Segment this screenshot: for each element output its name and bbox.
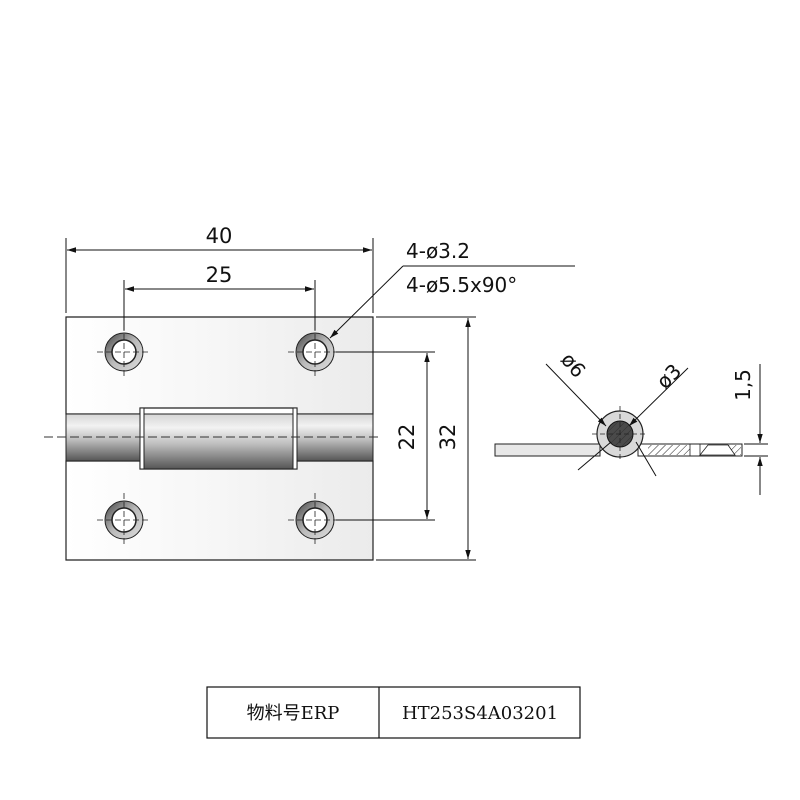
knuckle-center	[143, 413, 294, 470]
dim-label-40: 40	[206, 224, 233, 248]
dimension-outer-diameter: ø6	[545, 348, 657, 477]
hinge-front-view: 40 25 4-ø3.2 4-ø5.5x90° 22 32	[44, 224, 575, 561]
mounting-hole-top-left	[97, 325, 151, 379]
dim-label-d6: ø6	[556, 348, 590, 383]
hole-callout: 4-ø3.2 4-ø5.5x90°	[329, 239, 575, 339]
dimension-thickness: 1,5	[731, 364, 768, 495]
dim-label-22: 22	[395, 424, 419, 451]
mounting-hole-bottom-left	[97, 493, 151, 547]
mounting-hole-bottom-right	[288, 493, 342, 547]
dimension-height-total: 32	[376, 316, 476, 561]
dim-label-25: 25	[206, 263, 233, 287]
dim-label-1-5: 1,5	[731, 369, 755, 401]
hole-callout-line2: 4-ø5.5x90°	[406, 273, 517, 297]
mounting-hole-top-right	[288, 325, 342, 379]
dimension-hole-spacing-x: 25	[123, 263, 316, 330]
dim-label-d3: ø3	[652, 359, 687, 394]
dim-label-32: 32	[436, 424, 460, 451]
hinge-side-view: ø6 ø3 1,5	[494, 348, 768, 495]
dimension-hole-spacing-y: 22	[336, 351, 435, 521]
hole-callout-line1: 4-ø3.2	[406, 239, 470, 263]
dimension-width-total: 40	[65, 224, 374, 313]
title-block-label: 物料号ERP	[247, 703, 340, 724]
title-block: 物料号ERP HT253S4A03201	[206, 686, 581, 739]
title-block-value: HT253S4A03201	[402, 703, 558, 724]
side-leaf-left	[494, 443, 601, 457]
